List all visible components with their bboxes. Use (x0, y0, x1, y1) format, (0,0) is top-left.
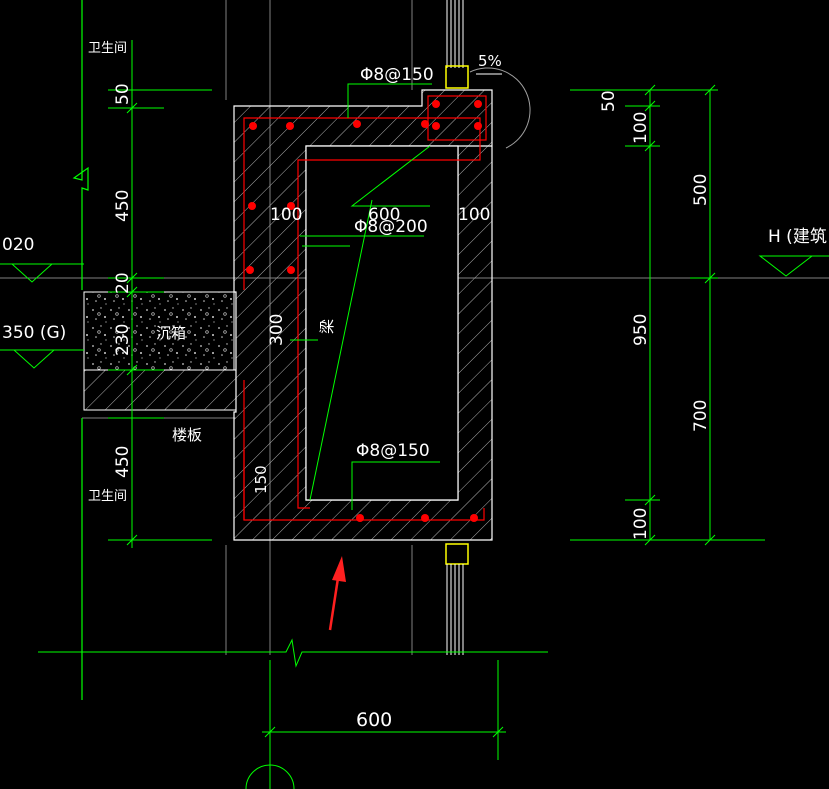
level-left-bottom: 350 (G) (2, 323, 66, 343)
level-marker-right (758, 255, 829, 277)
left-wall-line (72, 0, 89, 700)
pointer-arrow (328, 556, 346, 631)
dim-right-950: 950 (631, 314, 651, 346)
level-right: H (建筑 (768, 227, 827, 247)
dim-right-inner-1: 100 (631, 112, 651, 144)
dim-right-inner-2: 100 (631, 508, 651, 540)
dim-left-0: 50 (113, 83, 133, 105)
level-marker-left-top (0, 263, 84, 283)
rebar-leaders (290, 83, 440, 510)
dim-right-inner-0: 50 (599, 90, 619, 112)
dim-right-500: 500 (691, 174, 711, 206)
dim-right-700: 700 (691, 400, 711, 432)
beam-label: 梁 (318, 319, 336, 334)
level-marker-left-bottom (0, 349, 84, 369)
dim-inner-2: 300 (267, 314, 287, 346)
rebar-dots (246, 100, 482, 522)
dim-left-2: 20 (113, 272, 133, 294)
slope-circle (469, 67, 531, 149)
floor-slab (83, 369, 237, 411)
right-dimension-chains (570, 84, 765, 546)
rebar-label-middle: Φ8@200 (354, 217, 428, 237)
bathroom-label-top: 卫生间 (88, 41, 127, 56)
bathroom-label-bottom: 卫生间 (88, 489, 127, 504)
level-left-top: 020 (2, 235, 34, 255)
rebar-label-top: Φ8@150 (360, 65, 434, 85)
dim-bottom: 600 (356, 709, 392, 731)
dim-inner-0: 100 (270, 205, 302, 225)
window-frame-bottom (445, 543, 469, 655)
slope-label: 5% (478, 52, 502, 70)
floor-slab-label: 楼板 (172, 426, 202, 444)
dim-left-4: 450 (113, 446, 133, 478)
dim-left-3: 230 (113, 324, 133, 356)
rebar-label-bottom: Φ8@150 (356, 441, 430, 461)
dim-inner-4: 150 (252, 465, 270, 494)
left-dimension-chain (108, 40, 212, 548)
text-labels: 卫生间 卫生间 沉箱 楼板 梁 020 350 (G) H (建筑 5% Φ8@… (2, 41, 827, 731)
bottom-lines (38, 638, 548, 789)
dim-left-1: 450 (113, 190, 133, 222)
rebar-stirrups (243, 95, 487, 521)
dim-inner-1: 100 (458, 205, 490, 225)
dim-inner-top: 600 (368, 205, 400, 225)
window-frame-top (445, 0, 469, 89)
sunken-box-label: 沉箱 (156, 324, 186, 342)
